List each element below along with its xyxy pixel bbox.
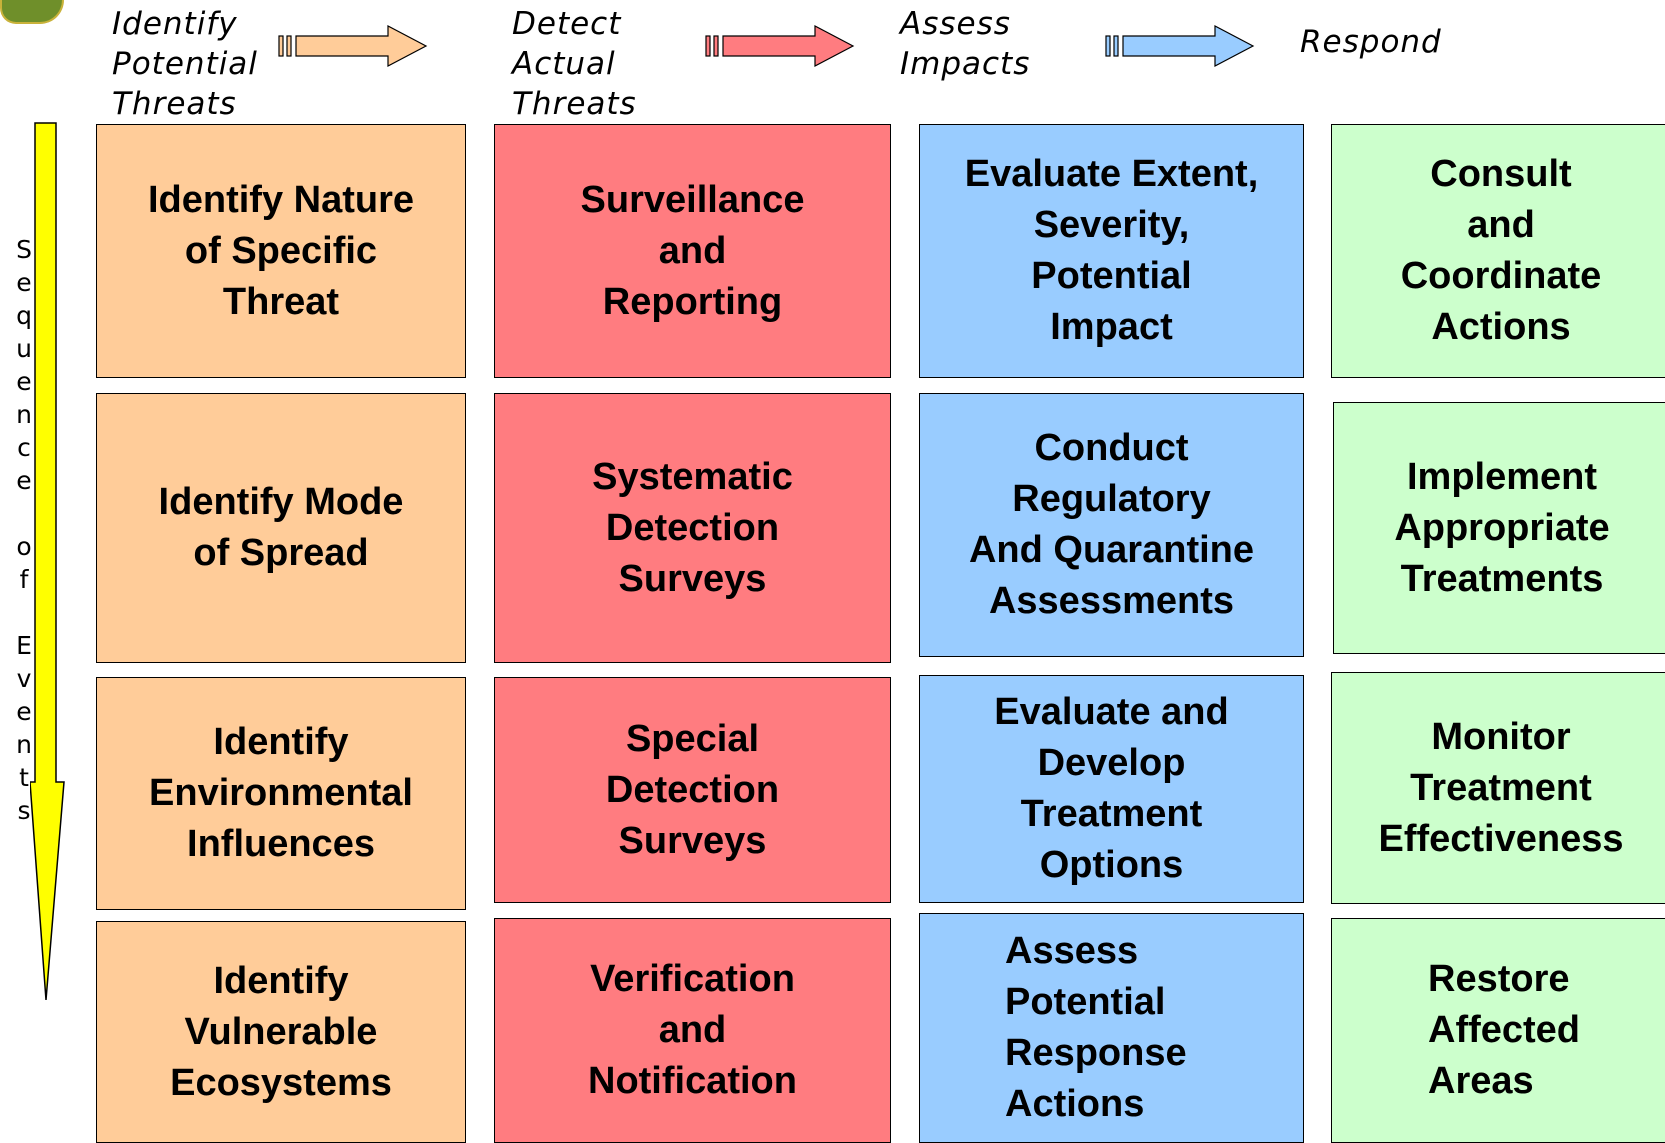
box-restore-areas: Restore Affected Areas	[1331, 918, 1665, 1143]
box-surveillance: Surveillance and Reporting	[494, 124, 891, 378]
box-assess-response: Assess Potential Response Actions	[919, 913, 1304, 1143]
sequence-arrow	[30, 122, 65, 1001]
box-identify-vulnerable: Identify Vulnerable Ecosystems	[96, 921, 466, 1143]
box-implement-treatments: Implement Appropriate Treatments	[1333, 402, 1665, 654]
stage-arrow-2	[705, 25, 855, 67]
box-evaluate-extent: Evaluate Extent, Severity, Potential Imp…	[919, 124, 1304, 378]
box-identify-nature: Identify Nature of Specific Threat	[96, 124, 466, 378]
stage-label-detect: Detect Actual Threats	[512, 6, 637, 122]
box-identify-mode: Identify Mode of Spread	[96, 393, 466, 663]
stage-arrow-3	[1105, 25, 1255, 67]
box-evaluate-develop: Evaluate and Develop Treatment Options	[919, 675, 1304, 903]
stage-label-identify: Identify Potential Threats	[112, 6, 258, 122]
box-conduct-regulatory: Conduct Regulatory And Quarantine Assess…	[919, 393, 1304, 657]
box-identify-environmental: Identify Environmental Influences	[96, 677, 466, 910]
stage-label-assess: Assess Impacts	[900, 6, 1031, 82]
box-systematic-detection: Systematic Detection Surveys	[494, 393, 891, 663]
stage-label-respond: Respond	[1300, 24, 1442, 60]
box-special-detection: Special Detection Surveys	[494, 677, 891, 903]
agency-logo	[0, 0, 64, 24]
box-monitor-treatment: Monitor Treatment Effectiveness	[1331, 672, 1665, 904]
stage-arrow-1	[278, 25, 428, 67]
box-consult-coordinate: Consult and Coordinate Actions	[1331, 124, 1665, 378]
box-verification: Verification and Notification	[494, 918, 891, 1143]
